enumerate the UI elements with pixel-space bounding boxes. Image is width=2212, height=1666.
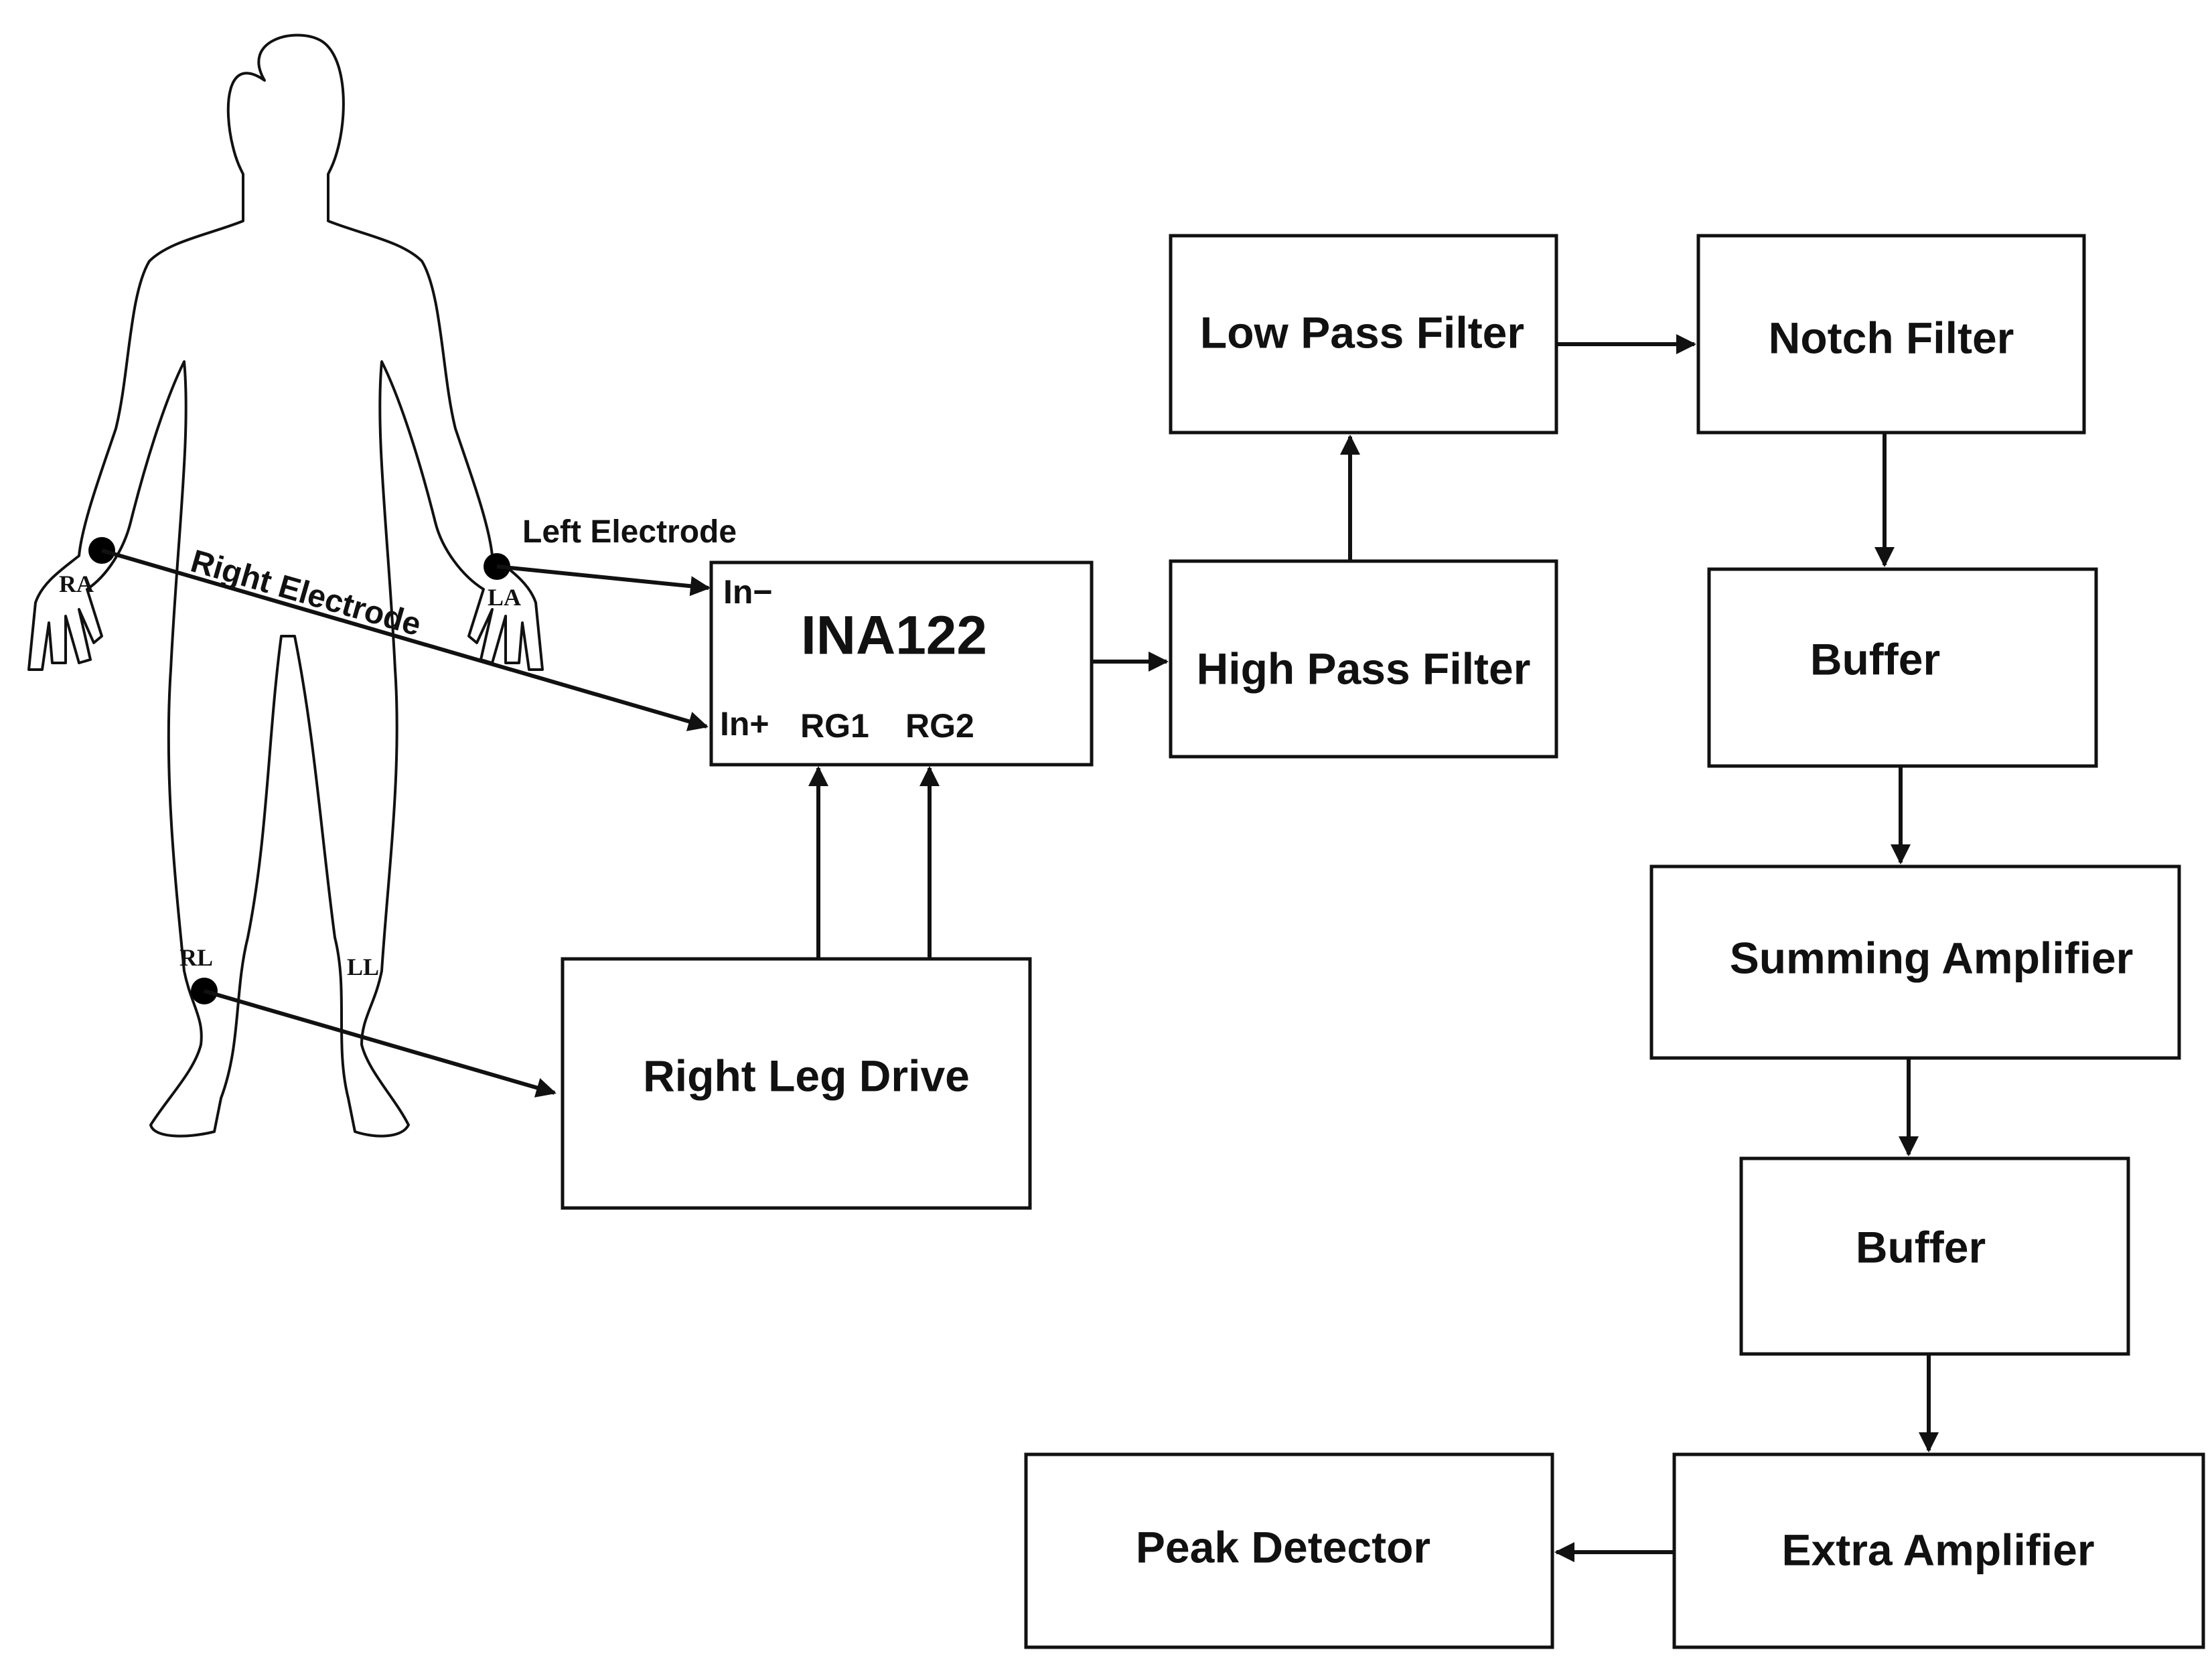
- right-leg-drive-label: Right Leg Drive: [643, 1051, 970, 1100]
- notch-filter-label: Notch Filter: [1769, 313, 2014, 362]
- summing-amplifier-block: Summing Amplifier: [1649, 864, 2181, 1060]
- peak-detector-block: Peak Detector: [1024, 1452, 1554, 1649]
- low-pass-filter-block: Low Pass Filter: [1169, 234, 1558, 435]
- high-pass-filter-block: High Pass Filter: [1169, 559, 1558, 759]
- extra-amplifier-block: Extra Amplifier: [1672, 1452, 2205, 1649]
- rl-label: RL: [179, 944, 213, 971]
- buffer-2-block: Buffer: [1739, 1156, 2130, 1356]
- ina122-label: INA122: [801, 605, 987, 666]
- extra-amplifier-label: Extra Amplifier: [1781, 1525, 2094, 1574]
- la-label: LA: [488, 584, 521, 611]
- in-plus-label: In+: [720, 705, 769, 743]
- ll-label: LL: [347, 954, 379, 980]
- left-electrode-label: Left Electrode: [522, 514, 737, 550]
- rg1-label: RG1: [800, 707, 869, 745]
- ra-label: RA: [59, 571, 94, 597]
- human-body-figure: [27, 33, 544, 1138]
- rg2-label: RG2: [905, 707, 974, 745]
- low-pass-filter-label: Low Pass Filter: [1200, 307, 1524, 357]
- buffer-1-block: Buffer: [1707, 567, 2098, 768]
- buffer-1-label: Buffer: [1810, 634, 1940, 684]
- summing-amplifier-label: Summing Amplifier: [1730, 933, 2134, 982]
- buffer-2-label: Buffer: [1856, 1222, 1986, 1272]
- high-pass-filter-label: High Pass Filter: [1197, 643, 1531, 693]
- right-electrode-wire: [101, 548, 709, 731]
- notch-filter-block: Notch Filter: [1696, 234, 2086, 435]
- right-leg-drive-block: Right Leg Drive: [561, 957, 1032, 1210]
- rl-electrode-wire: [204, 989, 557, 1097]
- ina122-block: INA122 In− In+ RG1 RG2: [709, 560, 1094, 767]
- peak-detector-label: Peak Detector: [1136, 1522, 1430, 1572]
- left-electrode-wire: [496, 564, 711, 597]
- in-minus-label: In−: [723, 573, 773, 611]
